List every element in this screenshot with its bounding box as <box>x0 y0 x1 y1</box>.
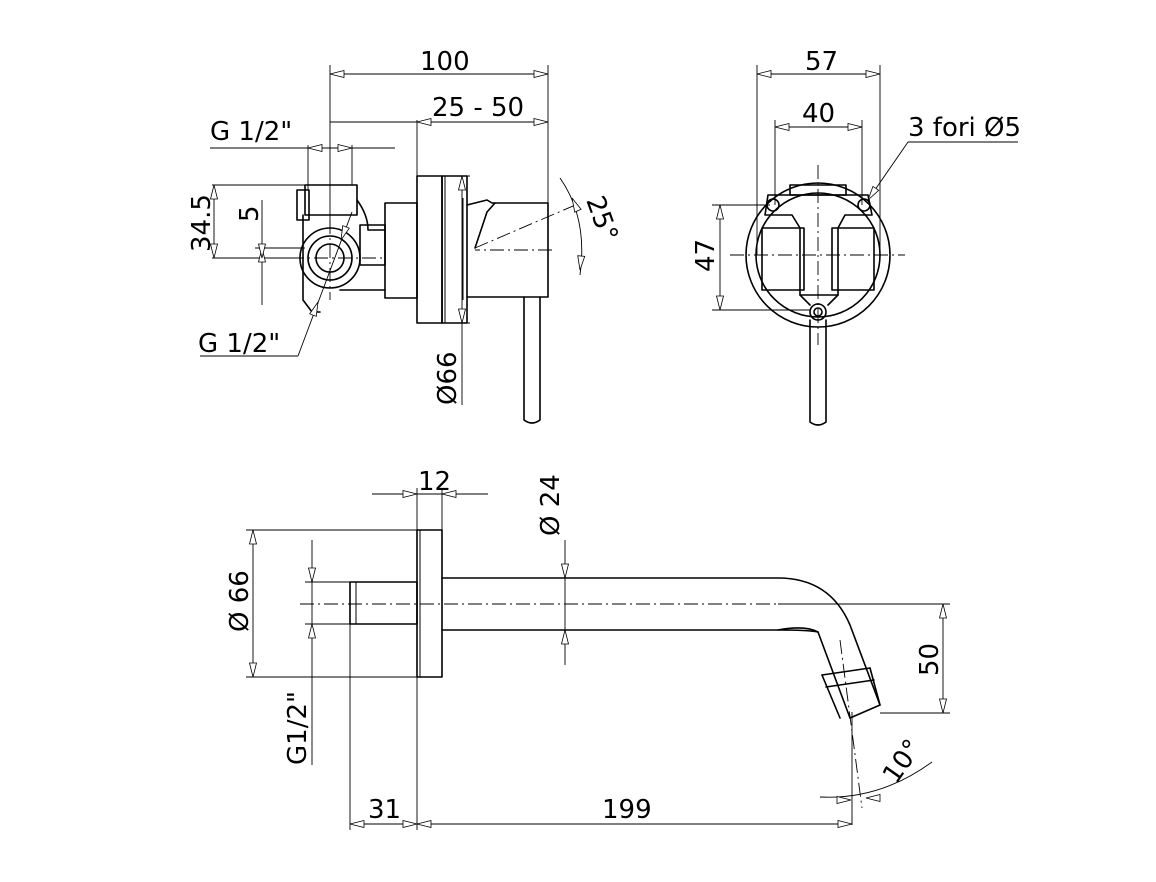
dim-spout-plate-diameter: Ø 66 <box>225 570 255 632</box>
dim-side-offset: 5 <box>235 205 265 222</box>
dim-front-height: 47 <box>691 239 721 272</box>
dim-spout-thread-length: 31 <box>368 795 401 825</box>
dim-side-total-width: 100 <box>420 47 470 77</box>
dim-spout-pipe-diameter: Ø 24 <box>536 474 566 536</box>
dim-side-wall-range: 25 - 50 <box>432 93 524 123</box>
dim-side-plate-diameter: Ø66 <box>433 351 463 405</box>
dim-side-height: 34.5 <box>187 194 217 252</box>
dim-side-lever-angle: 25° <box>579 192 623 246</box>
dim-spout-projection: 199 <box>602 795 652 825</box>
dim-spout-tilt: 10° <box>877 734 928 789</box>
side-view: 100 25 - 50 G 1/2" 34.5 5 G 1/2" <box>187 47 623 424</box>
dim-front-hole-spacing: 40 <box>802 99 835 129</box>
dim-front-holes: 3 fori Ø5 <box>908 113 1021 143</box>
dim-spout-plate-thickness: 12 <box>418 467 451 497</box>
dim-spout-thread: G1/2" <box>283 691 313 765</box>
dim-spout-drop: 50 <box>915 643 945 676</box>
dim-side-inlet-bottom: G 1/2" <box>198 329 280 359</box>
dim-side-inlet-top: G 1/2" <box>210 117 292 147</box>
front-view: 57 40 3 fori Ø5 47 <box>691 47 1021 426</box>
spout-view: 12 Ø 24 Ø 66 G1/2" 50 10° <box>225 467 950 830</box>
dim-front-width: 57 <box>805 47 838 77</box>
